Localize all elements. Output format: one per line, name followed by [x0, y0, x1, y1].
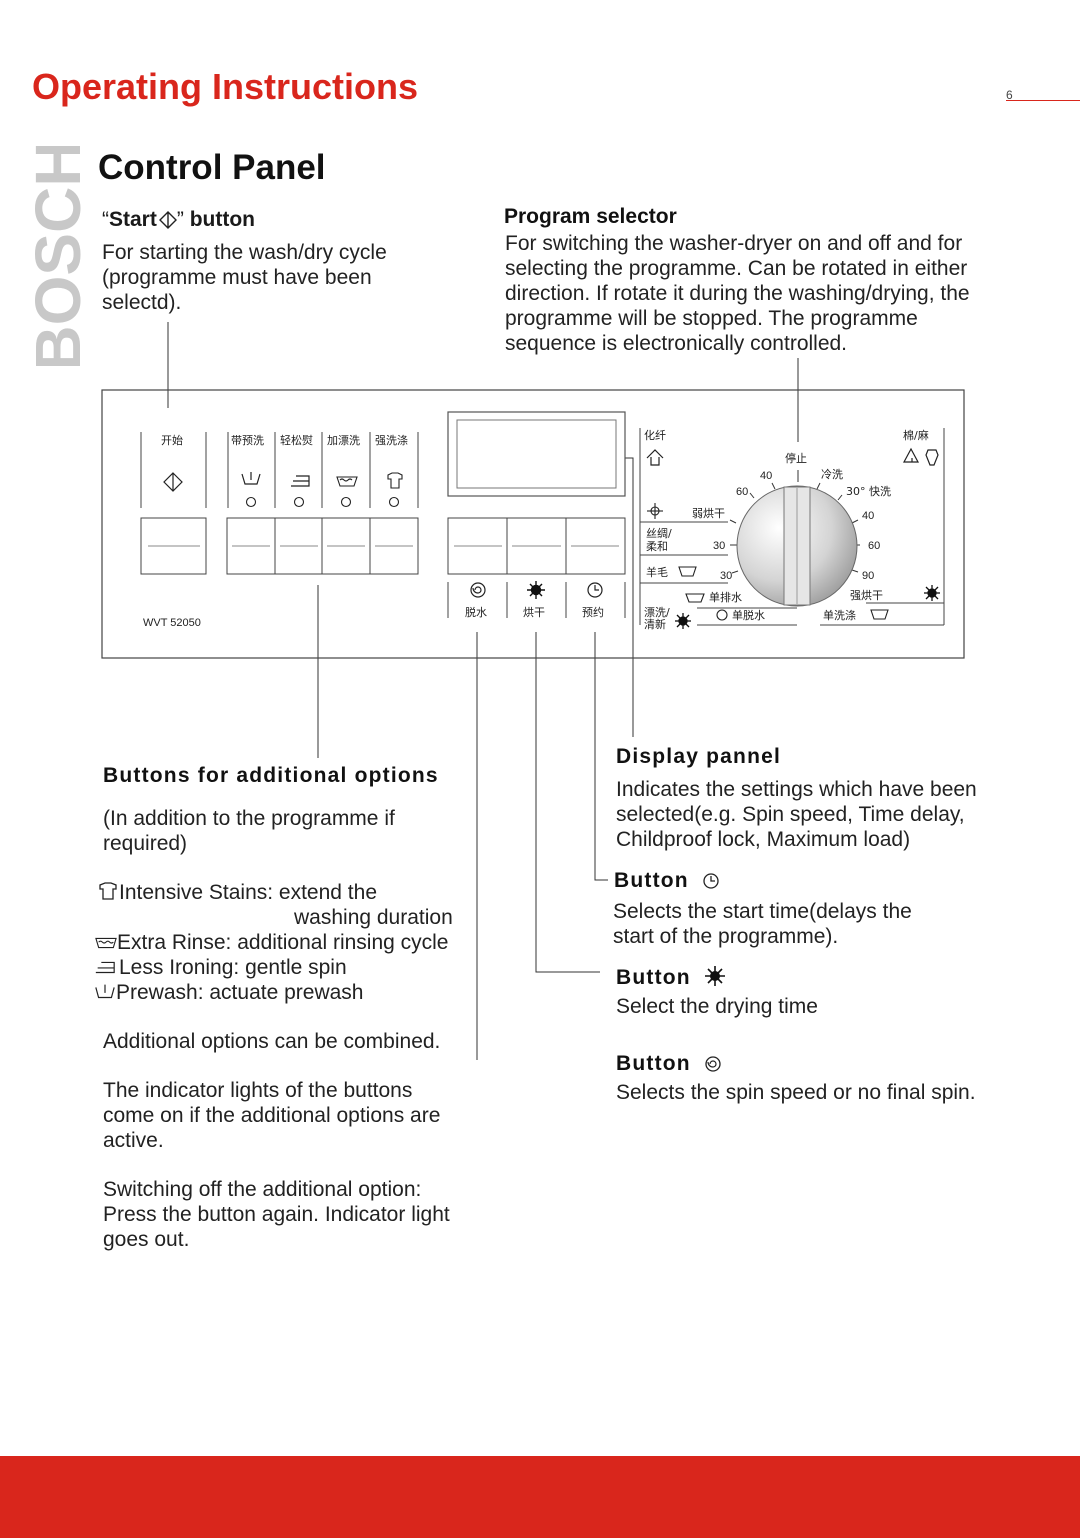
- option-item-prewash: Prewash: actuate prewash: [94, 980, 363, 1005]
- start-button-description: For starting the wash/dry cycle (program…: [102, 241, 387, 314]
- panel-start-label: 开始: [161, 433, 183, 447]
- svg-text:30: 30: [720, 570, 732, 582]
- svg-text:单洗涤: 单洗涤: [823, 608, 856, 622]
- iron-icon: [95, 961, 115, 974]
- shirt-icon: [99, 882, 117, 900]
- leader-lines: [167, 322, 799, 1060]
- dial-spin-icon: [716, 609, 728, 621]
- brand-logo-text: BOSCH: [28, 146, 88, 366]
- svg-text:60: 60: [868, 540, 880, 552]
- svg-text:羊毛: 羊毛: [646, 565, 668, 579]
- panel-iron-icon: [291, 475, 310, 487]
- option-label-rinse: 加漂洗: [327, 434, 360, 447]
- function-label-spin: 脱水: [465, 605, 487, 619]
- function-label-dry: 烘干: [523, 605, 545, 619]
- option-item-rinse: Extra Rinse: additional rinsing cycle: [95, 930, 449, 955]
- svg-text:清新: 清新: [644, 617, 666, 631]
- svg-text:强烘干: 强烘干: [850, 588, 883, 602]
- dial-wool-icon: [678, 566, 697, 577]
- start-diamond-icon: [158, 211, 177, 229]
- panel-spin-icon: [470, 582, 486, 598]
- dial-cotton-icon: [902, 447, 939, 466]
- footer-bar: [0, 1456, 1080, 1538]
- page-number: 6: [1006, 88, 1013, 102]
- svg-text:90: 90: [862, 570, 874, 582]
- clock-icon: [703, 873, 719, 889]
- panel-display-screen: [456, 419, 617, 489]
- panel-prewash-icon: [241, 472, 261, 485]
- panel-rinse-icon: [336, 476, 358, 487]
- leader-clock: [594, 632, 608, 881]
- svg-text:停止: 停止: [785, 451, 807, 465]
- panel-dial-section: 化纤 棉/麻 停止 冷洗 30° 快洗 弱烘干 丝绸/ 柔和 羊毛 单排水 漂洗…: [639, 428, 945, 631]
- panel-option-labels: 带预洗 轻松熨 加漂洗 强洗涤: [231, 433, 408, 447]
- dial-synthetic-icon: [646, 449, 664, 466]
- dial-drain-icon: [685, 593, 705, 603]
- svg-text:棉/麻: 棉/麻: [903, 428, 929, 442]
- svg-text:30: 30: [713, 540, 725, 552]
- dial-wash-icon: [870, 609, 889, 620]
- options-switch-off-note: Switching off the additional option: Pre…: [103, 1178, 450, 1251]
- leader-sun: [535, 632, 600, 973]
- panel-sun-icon: [527, 581, 545, 599]
- option-label-prewash: 带预洗: [231, 434, 264, 447]
- option-item-ironing: Less Ironing: gentle spin: [94, 955, 347, 980]
- panel-indicator-lights: [245, 496, 400, 508]
- spin-icon: [705, 1056, 721, 1072]
- option-label-intensive: 强洗涤: [375, 433, 408, 447]
- dial-weak-dry-icon: [647, 503, 663, 519]
- svg-text:60: 60: [736, 486, 748, 498]
- prewash-tub-icon: [95, 984, 115, 999]
- options-indicator-note: The indicator lights of the buttons come…: [103, 1079, 441, 1152]
- panel-model: WVT 52050: [143, 617, 201, 629]
- start-button-heading: “Start ” button: [102, 208, 255, 232]
- button-sun-heading: Button: [616, 965, 726, 990]
- option-item-intensive-cont: washing duration: [294, 906, 453, 929]
- dial-strong-dry-icon: [924, 585, 940, 601]
- brand-logo: BOSCH: [28, 146, 88, 366]
- svg-text:漂洗/: 漂洗/: [644, 606, 670, 619]
- svg-text:弱烘干: 弱烘干: [692, 506, 725, 520]
- svg-text:40: 40: [862, 510, 874, 522]
- svg-text:单脱水: 单脱水: [732, 608, 765, 622]
- program-selector-title: Program selector: [504, 205, 677, 228]
- panel-shirt-icon: [387, 472, 403, 489]
- button-clock-heading: Button: [614, 869, 720, 893]
- display-panel-title: Display pannel: [616, 745, 782, 768]
- leader-display: [585, 457, 634, 737]
- header-title: Operating Instructions: [32, 66, 419, 107]
- start-label: Start: [109, 208, 157, 231]
- button-spin-heading: Button: [616, 1052, 722, 1076]
- section-title: Control Panel: [98, 148, 326, 187]
- button-spin-description: Selects the spin speed or no final spin.: [616, 1081, 976, 1104]
- svg-text:冷洗: 冷洗: [821, 468, 843, 481]
- display-panel-description: Indicates the settings which have been s…: [616, 778, 977, 851]
- basin-waves-icon: [95, 937, 117, 949]
- svg-text:丝绸/: 丝绸/: [646, 526, 672, 540]
- svg-text:化纤: 化纤: [644, 428, 666, 442]
- start-suffix: button: [189, 208, 255, 231]
- additional-options-intro: (In addition to the programme if require…: [103, 807, 395, 855]
- function-label-delay: 预约: [582, 606, 604, 619]
- quote-open: “: [102, 208, 109, 231]
- options-combine-note: Additional options can be combined.: [103, 1030, 441, 1053]
- panel-start-icon: [163, 472, 183, 492]
- button-sun-description: Select the drying time: [616, 995, 818, 1018]
- sun-icon: [704, 966, 725, 986]
- svg-text:40: 40: [760, 470, 772, 482]
- program-selector-description: For switching the washer-dryer on and of…: [505, 232, 970, 355]
- page-rule: [1006, 100, 1080, 101]
- dial-rinse-icon: [675, 613, 691, 629]
- svg-text:30° 快洗: 30° 快洗: [846, 485, 891, 498]
- svg-text:单排水: 单排水: [709, 590, 742, 604]
- svg-text:柔和: 柔和: [646, 540, 668, 553]
- panel-frame: [101, 389, 965, 659]
- option-item-intensive: Intensive Stains: extend the: [97, 880, 377, 905]
- button-clock-description: Selects the start time(delays the start …: [613, 900, 912, 948]
- option-label-ironing: 轻松熨: [280, 433, 313, 447]
- additional-options-title: Buttons for additional options: [103, 764, 439, 787]
- quote-close: ”: [176, 208, 184, 231]
- panel-clock-icon: [587, 582, 603, 598]
